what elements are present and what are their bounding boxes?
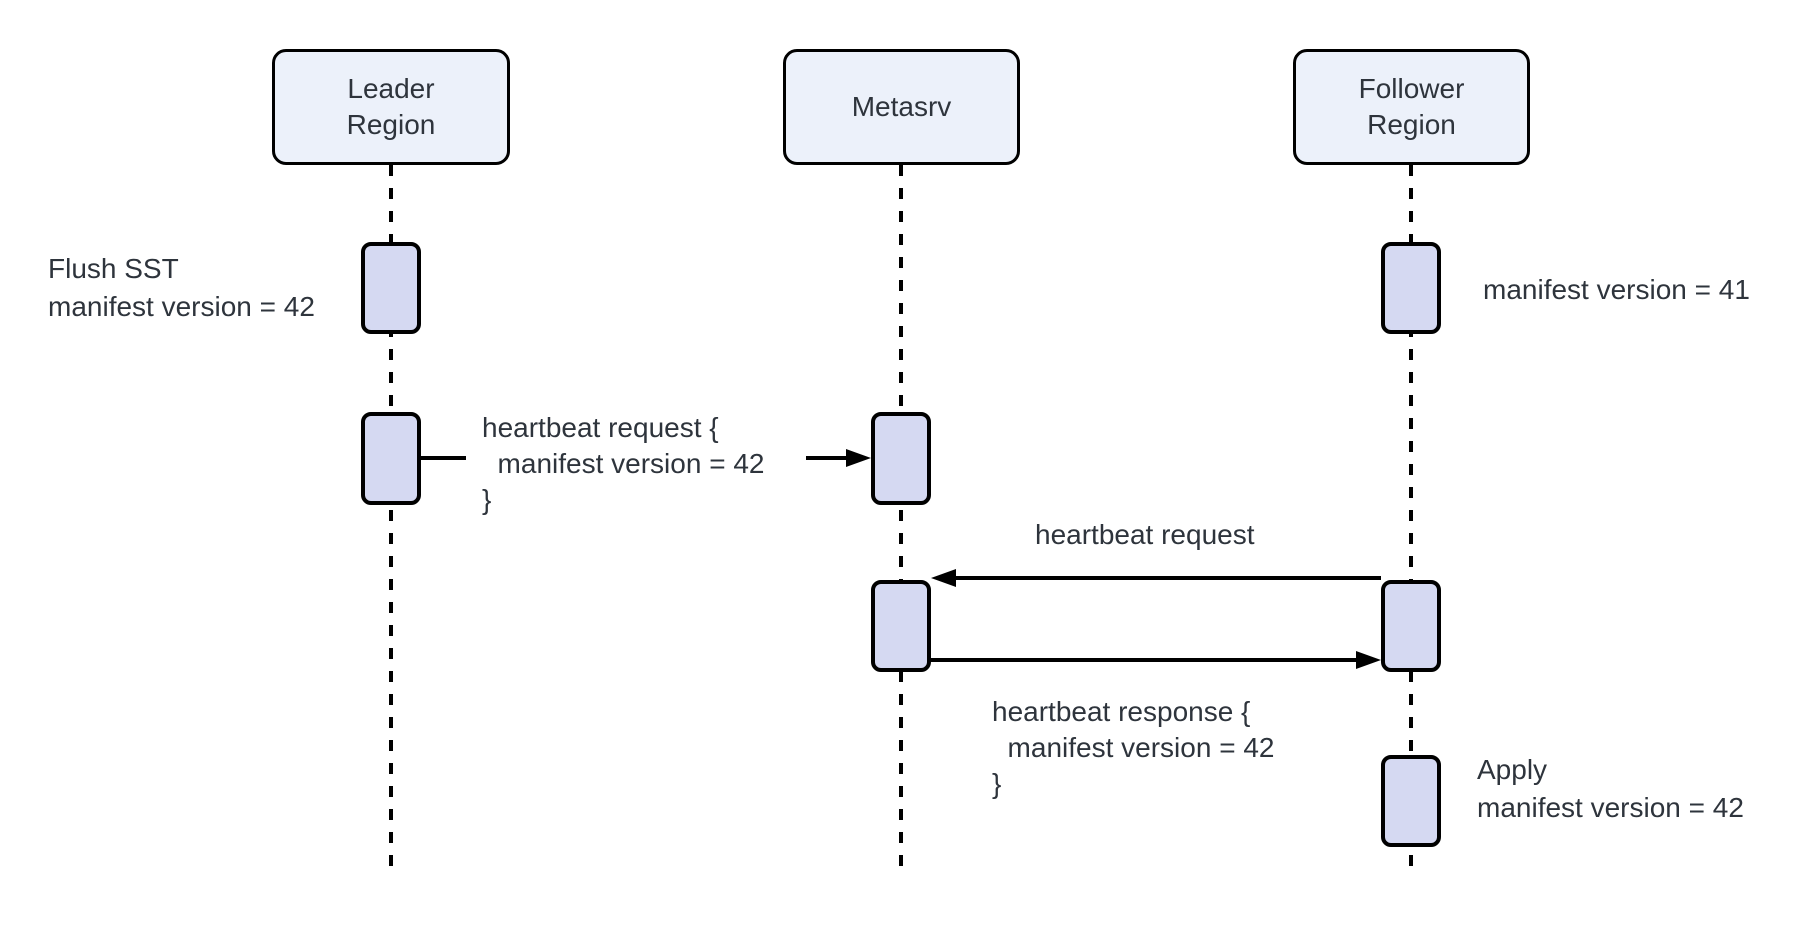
activation-leader-flush: [361, 242, 421, 334]
annotation-flush-sst: Flush SST manifest version = 42: [48, 253, 315, 322]
lifeline-leader-region: [389, 165, 393, 878]
participant-follower-region: Follower Region: [1293, 49, 1530, 165]
arrow-shaft: [956, 576, 1381, 580]
activation-metasrv-follower-heartbeat: [871, 580, 931, 672]
lifeline-follower-region: [1409, 165, 1413, 878]
participant-leader-region-label: Leader Region: [346, 73, 436, 140]
participant-metasrv-label: Metasrv: [851, 91, 952, 122]
arrowhead-right-icon: [846, 449, 871, 467]
activation-follower-v41: [1381, 242, 1441, 334]
activation-follower-heartbeat: [1381, 580, 1441, 672]
activation-leader-heartbeat: [361, 412, 421, 505]
arrow-shaft: [931, 658, 1356, 662]
participant-leader-region: Leader Region: [272, 49, 510, 165]
participant-follower-region-label: Follower Region: [1358, 73, 1465, 140]
arrowhead-left-icon: [931, 569, 956, 587]
arrowhead-right-icon: [1356, 651, 1381, 669]
message-heartbeat-request-leader-label: heartbeat request { manifest version = 4…: [482, 412, 765, 515]
lifeline-metasrv: [899, 165, 903, 878]
annotation-manifest-v41: manifest version = 41: [1483, 274, 1750, 305]
annotation-apply: Apply manifest version = 42: [1477, 754, 1744, 823]
message-heartbeat-response-label: heartbeat response { manifest version = …: [992, 696, 1275, 799]
activation-follower-apply: [1381, 755, 1441, 847]
arrow-shaft: [806, 456, 846, 460]
message-heartbeat-response-arrow: [931, 651, 1381, 669]
message-heartbeat-request-leader-arrow: [806, 449, 871, 467]
message-heartbeat-request-follower-label: heartbeat request: [1035, 519, 1255, 550]
message-heartbeat-request-leader-line: [420, 456, 466, 460]
activation-metasrv-leader-heartbeat: [871, 412, 931, 505]
message-heartbeat-request-follower-arrow: [931, 569, 1381, 587]
participant-metasrv: Metasrv: [783, 49, 1020, 165]
